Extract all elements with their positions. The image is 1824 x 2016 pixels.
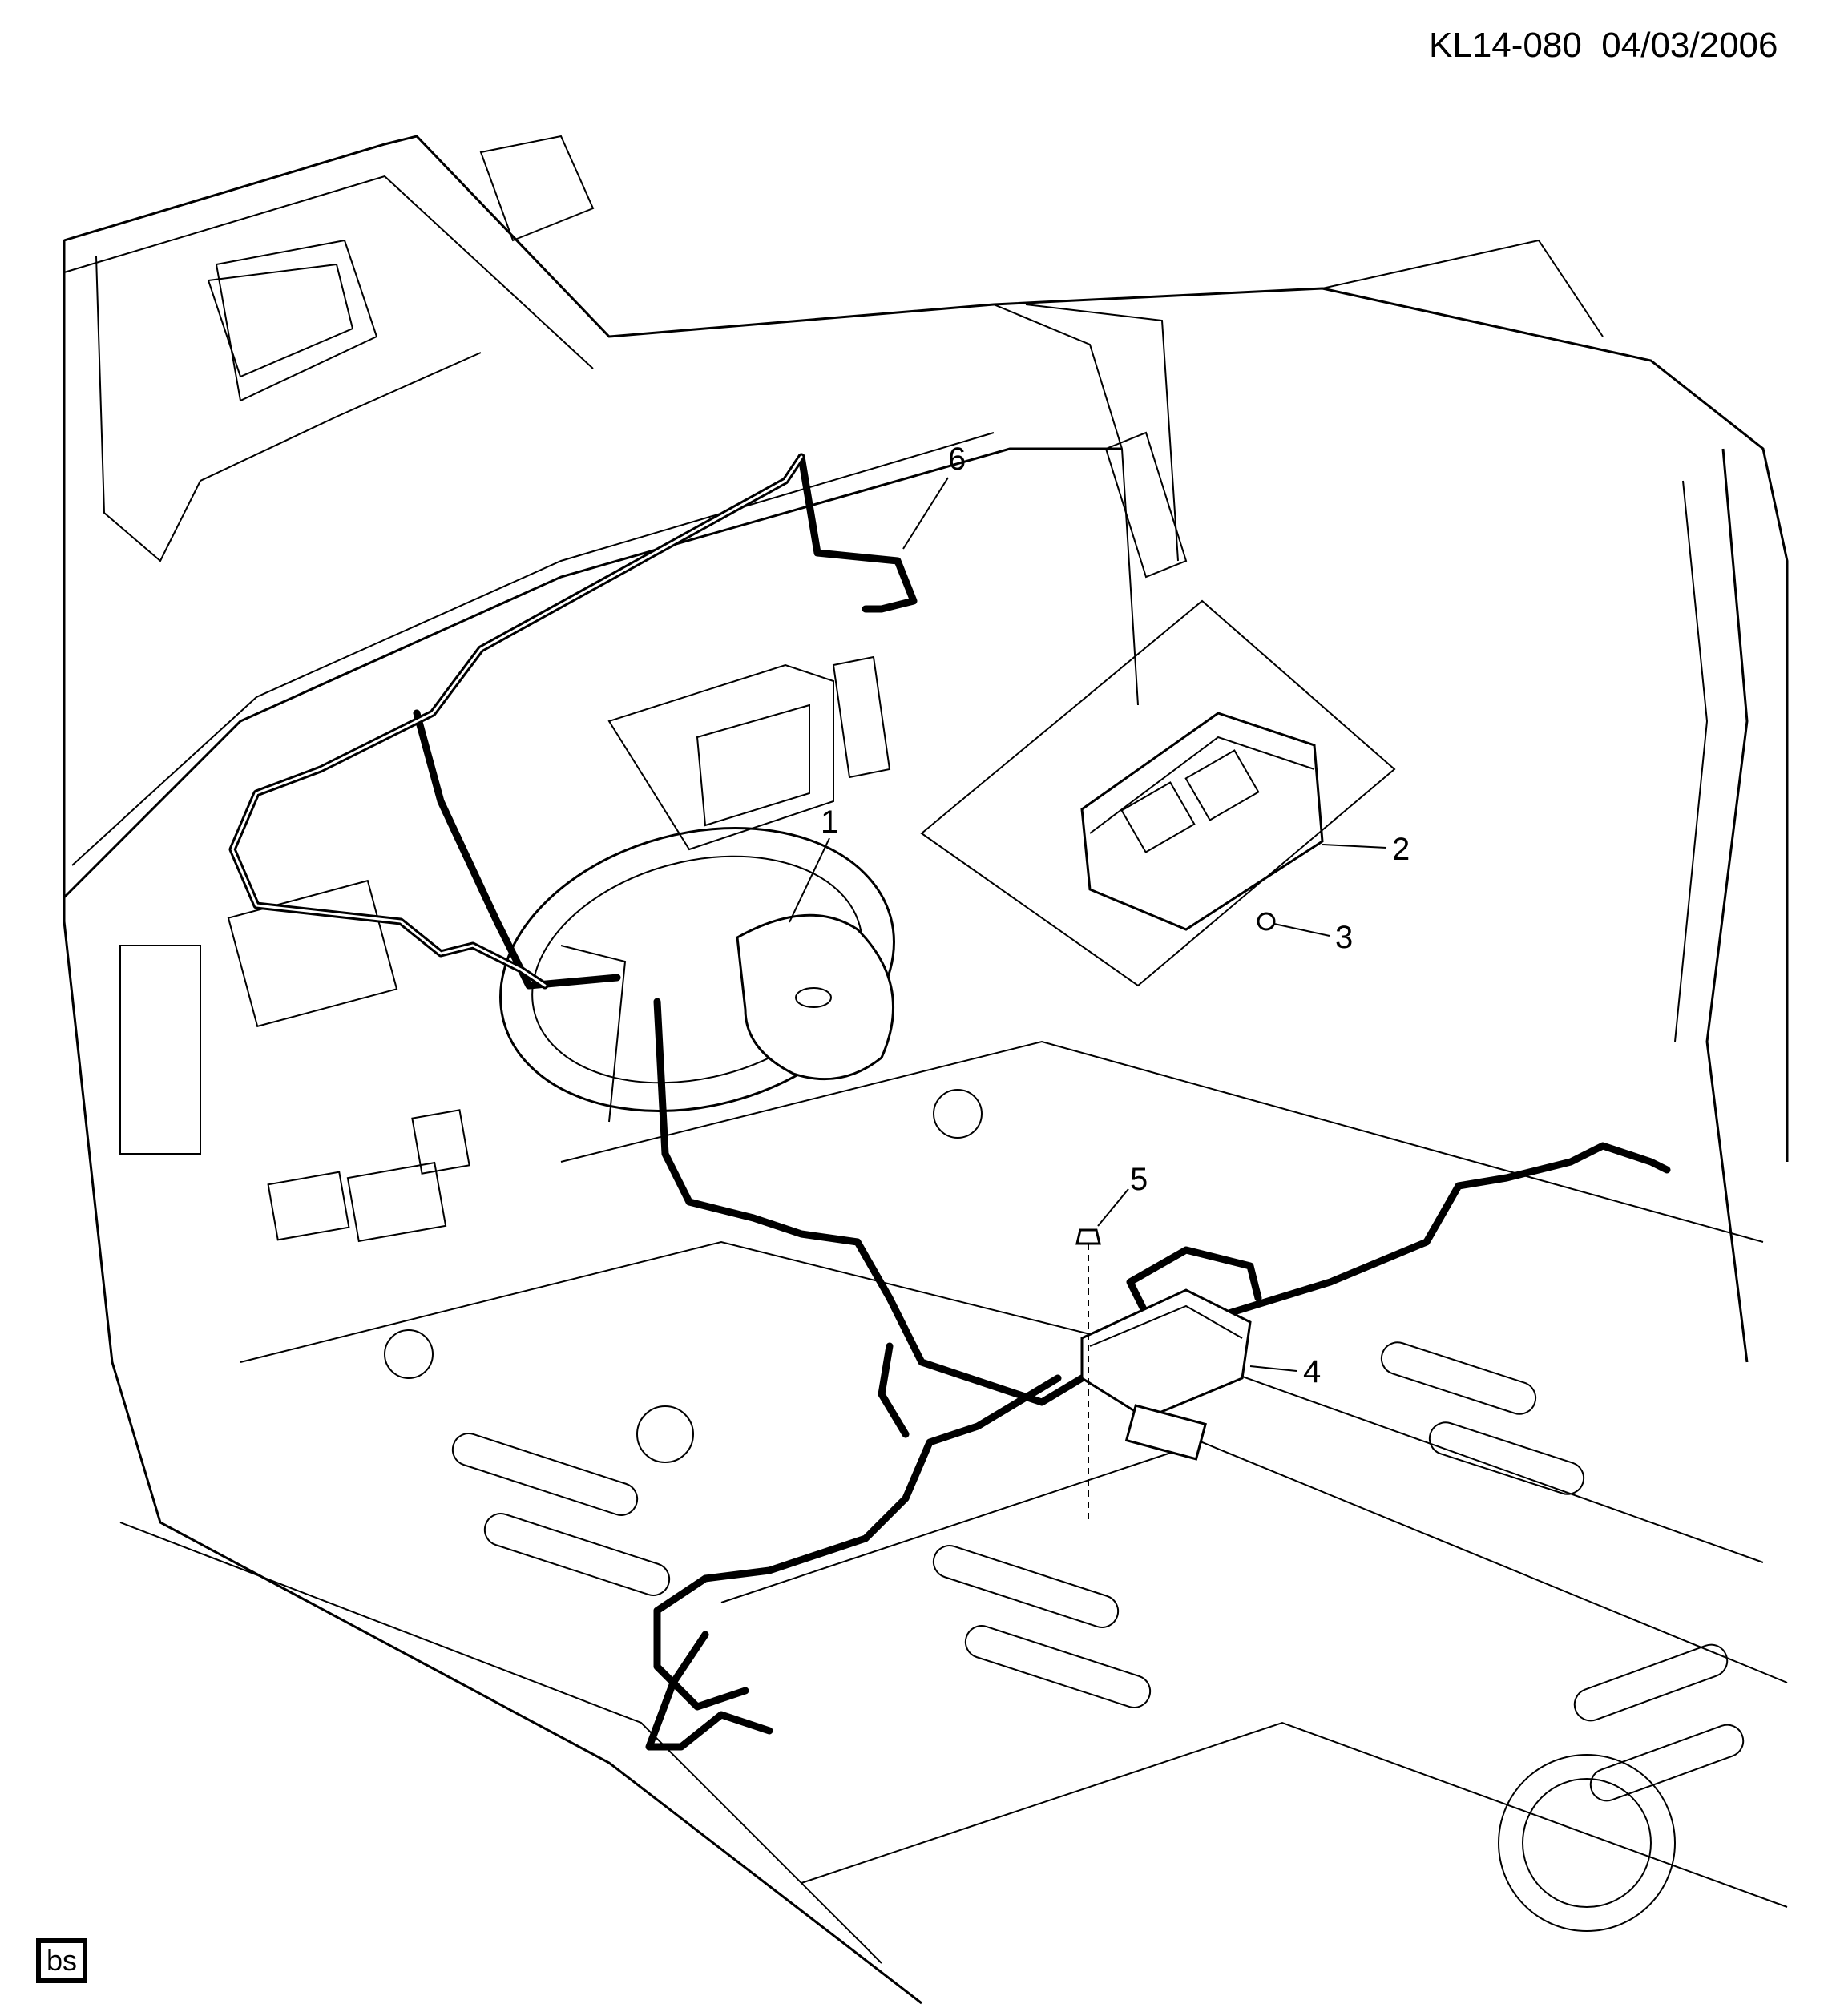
bolt-part[interactable] [1075, 1228, 1101, 1522]
vehicle-body-outline [63, 135, 1789, 2005]
nut-part[interactable] [1257, 912, 1276, 931]
diagram-reference-date: KL14-080 04/03/2006 [1429, 26, 1778, 65]
callout-6[interactable]: 6 [948, 442, 966, 477]
leader-lines [789, 477, 1387, 1372]
steering-airbag-part[interactable] [736, 913, 895, 1081]
bs-badge-label: bs [46, 1944, 78, 1977]
callout-4[interactable]: 4 [1303, 1354, 1322, 1389]
wiring-harness [228, 453, 1671, 1751]
callout-5[interactable]: 5 [1130, 1162, 1148, 1197]
bs-badge: bs [36, 1938, 87, 1983]
callout-2[interactable]: 2 [1392, 832, 1410, 867]
floor-ribs [384, 1089, 1745, 1932]
callout-3[interactable]: 3 [1335, 920, 1354, 955]
callout-1[interactable]: 1 [821, 804, 839, 840]
sensing-module-part[interactable] [1080, 1288, 1252, 1461]
passenger-airbag-part[interactable] [920, 599, 1396, 987]
